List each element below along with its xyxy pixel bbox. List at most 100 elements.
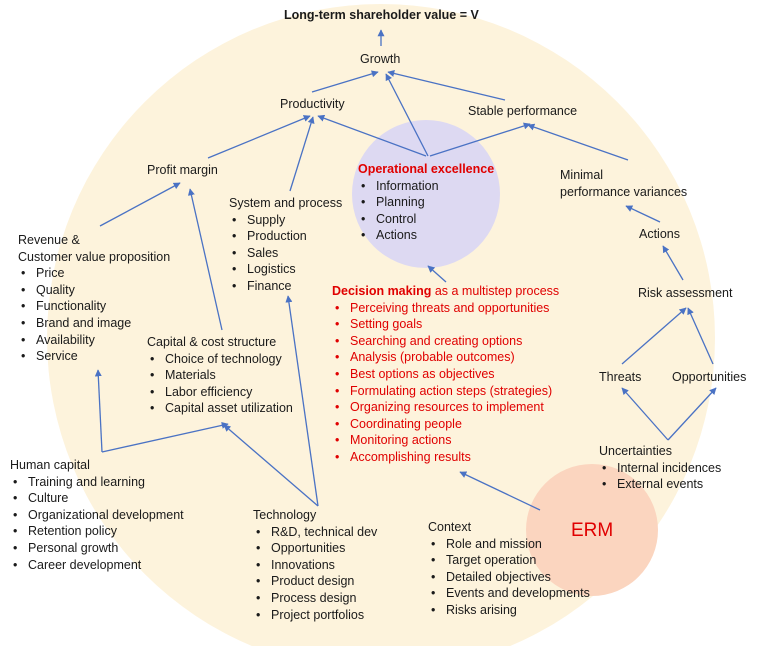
arrow-human-to-capital	[101, 421, 229, 453]
list-item: Retention policy	[10, 523, 184, 540]
revenue-title-line2: Customer value proposition	[18, 249, 171, 264]
decision-making-title-rest: as a multistep process	[431, 284, 560, 298]
growth-node: Growth	[360, 52, 401, 66]
arrow-risk-to-actions	[662, 245, 684, 281]
threats-node: Threats	[599, 370, 642, 384]
list-item: Supply	[229, 212, 342, 229]
arrows	[94, 29, 717, 511]
list-item: Accomplishing results	[332, 449, 559, 466]
revenue-title-line1: Revenue &	[18, 233, 80, 247]
arrow-opex-to-productivity	[317, 114, 427, 157]
opportunities-node: Opportunities	[672, 370, 747, 384]
decision-making-title: Decision making as a multistep process	[332, 283, 559, 300]
capital-cost-title: Capital & cost structure	[147, 335, 277, 349]
decision-making-title-bold: Decision making	[332, 284, 432, 298]
minimal-variances-line2: performance variances	[560, 184, 688, 199]
list-item: Events and developments	[428, 585, 590, 602]
list-item: Finance	[229, 278, 342, 295]
actions-node: Actions	[639, 227, 680, 241]
arrow-system-to-productivity	[289, 116, 315, 192]
operational-excellence-list: Information Planning Control Actions	[358, 178, 494, 244]
minimal-variances-node: Minimal performance variances	[560, 167, 687, 200]
human-capital-list: Training and learning Culture Organizati…	[10, 474, 184, 574]
arrow-profit-to-productivity	[207, 115, 311, 159]
risk-assessment-node: Risk assessment	[638, 286, 733, 300]
system-process-title: System and process	[229, 196, 343, 210]
list-item: Target operation	[428, 552, 590, 569]
arrow-productivity-to-growth	[311, 70, 379, 93]
list-item: Sales	[229, 245, 342, 262]
shareholder-value-title: Long-term shareholder value = V	[284, 8, 479, 22]
arrow-actions-to-variances	[625, 205, 661, 223]
list-item: Monitoring actions	[332, 432, 559, 449]
arrow-opex-to-stable	[429, 122, 531, 157]
arrow-decision-to-opex	[427, 265, 447, 283]
list-item: Searching and creating options	[332, 333, 559, 350]
list-item: Actions	[358, 227, 494, 244]
human-capital-title: Human capital	[10, 458, 90, 472]
list-item: R&D, technical dev	[253, 524, 377, 541]
technology-node: Technology R&D, technical dev Opportunit…	[253, 507, 377, 623]
revenue-node: Revenue & Customer value proposition Pri…	[18, 232, 170, 365]
revenue-list: Price Quality Functionality Brand and im…	[18, 265, 170, 365]
list-item: Availability	[18, 332, 170, 349]
arrow-uncertainties-to-opportunities	[667, 387, 717, 441]
capital-cost-list: Choice of technology Materials Labor eff…	[147, 351, 293, 417]
list-item: Production	[229, 228, 342, 245]
list-item: Perceiving threats and opportunities	[332, 300, 559, 317]
list-item: Risks arising	[428, 602, 590, 619]
arrow-opportunities-to-risk	[687, 307, 714, 365]
list-item: Process design	[253, 590, 377, 607]
list-item: Career development	[10, 557, 184, 574]
stable-performance-node: Stable performance	[468, 104, 578, 118]
capital-cost-node: Capital & cost structure Choice of techn…	[147, 334, 293, 417]
list-item: Logistics	[229, 261, 342, 278]
list-item: Quality	[18, 282, 170, 299]
list-item: Formulating action steps (strategies)	[332, 383, 559, 400]
list-item: Choice of technology	[147, 351, 293, 368]
list-item: Capital asset utilization	[147, 400, 293, 417]
arrow-technology-to-capital	[223, 424, 319, 507]
list-item: Functionality	[18, 298, 170, 315]
decision-making-node: Decision making as a multistep process P…	[332, 283, 559, 466]
arrow-stable-to-growth	[387, 70, 506, 101]
list-item: External events	[599, 476, 721, 493]
list-item: Detailed objectives	[428, 569, 590, 586]
uncertainties-node: Uncertainties Internal incidences Extern…	[599, 443, 721, 493]
productivity-node: Productivity	[280, 97, 345, 111]
list-item: Opportunities	[253, 540, 377, 557]
list-item: Labor efficiency	[147, 384, 293, 401]
list-item: Control	[358, 211, 494, 228]
list-item: Organizational development	[10, 507, 184, 524]
arrow-variances-to-stable	[527, 123, 629, 161]
context-node: Context Role and mission Target operatio…	[428, 519, 590, 619]
arrow-context-to-decision	[459, 471, 541, 511]
list-item: Organizing resources to implement	[332, 399, 559, 416]
system-process-node: System and process Supply Production Sal…	[229, 195, 342, 295]
list-item: Setting goals	[332, 316, 559, 333]
list-item: Coordinating people	[332, 416, 559, 433]
list-item: Price	[18, 265, 170, 282]
arrow-revenue-to-profit	[99, 182, 181, 227]
arrow-human-to-revenue	[94, 369, 103, 453]
technology-title: Technology	[253, 508, 317, 522]
context-title: Context	[428, 520, 472, 534]
list-item: Materials	[147, 367, 293, 384]
human-capital-node: Human capital Training and learning Cult…	[10, 457, 184, 573]
arrow-technology-to-system	[285, 295, 319, 507]
list-item: Innovations	[253, 557, 377, 574]
decision-making-list: Perceiving threats and opportunities Set…	[332, 300, 559, 466]
arrow-threats-to-risk	[621, 307, 687, 365]
arrow-opex-to-growth	[385, 73, 429, 157]
uncertainties-title: Uncertainties	[599, 444, 672, 458]
arrow-uncertainties-to-threats	[621, 387, 669, 441]
list-item: Best options as objectives	[332, 366, 559, 383]
list-item: Internal incidences	[599, 460, 721, 477]
list-item: Training and learning	[10, 474, 184, 491]
uncertainties-list: Internal incidences External events	[599, 460, 721, 493]
operational-excellence-title: Operational excellence	[358, 162, 495, 176]
arrow-capital-to-profit	[187, 188, 223, 331]
list-item: Planning	[358, 194, 494, 211]
technology-list: R&D, technical dev Opportunities Innovat…	[253, 524, 377, 624]
